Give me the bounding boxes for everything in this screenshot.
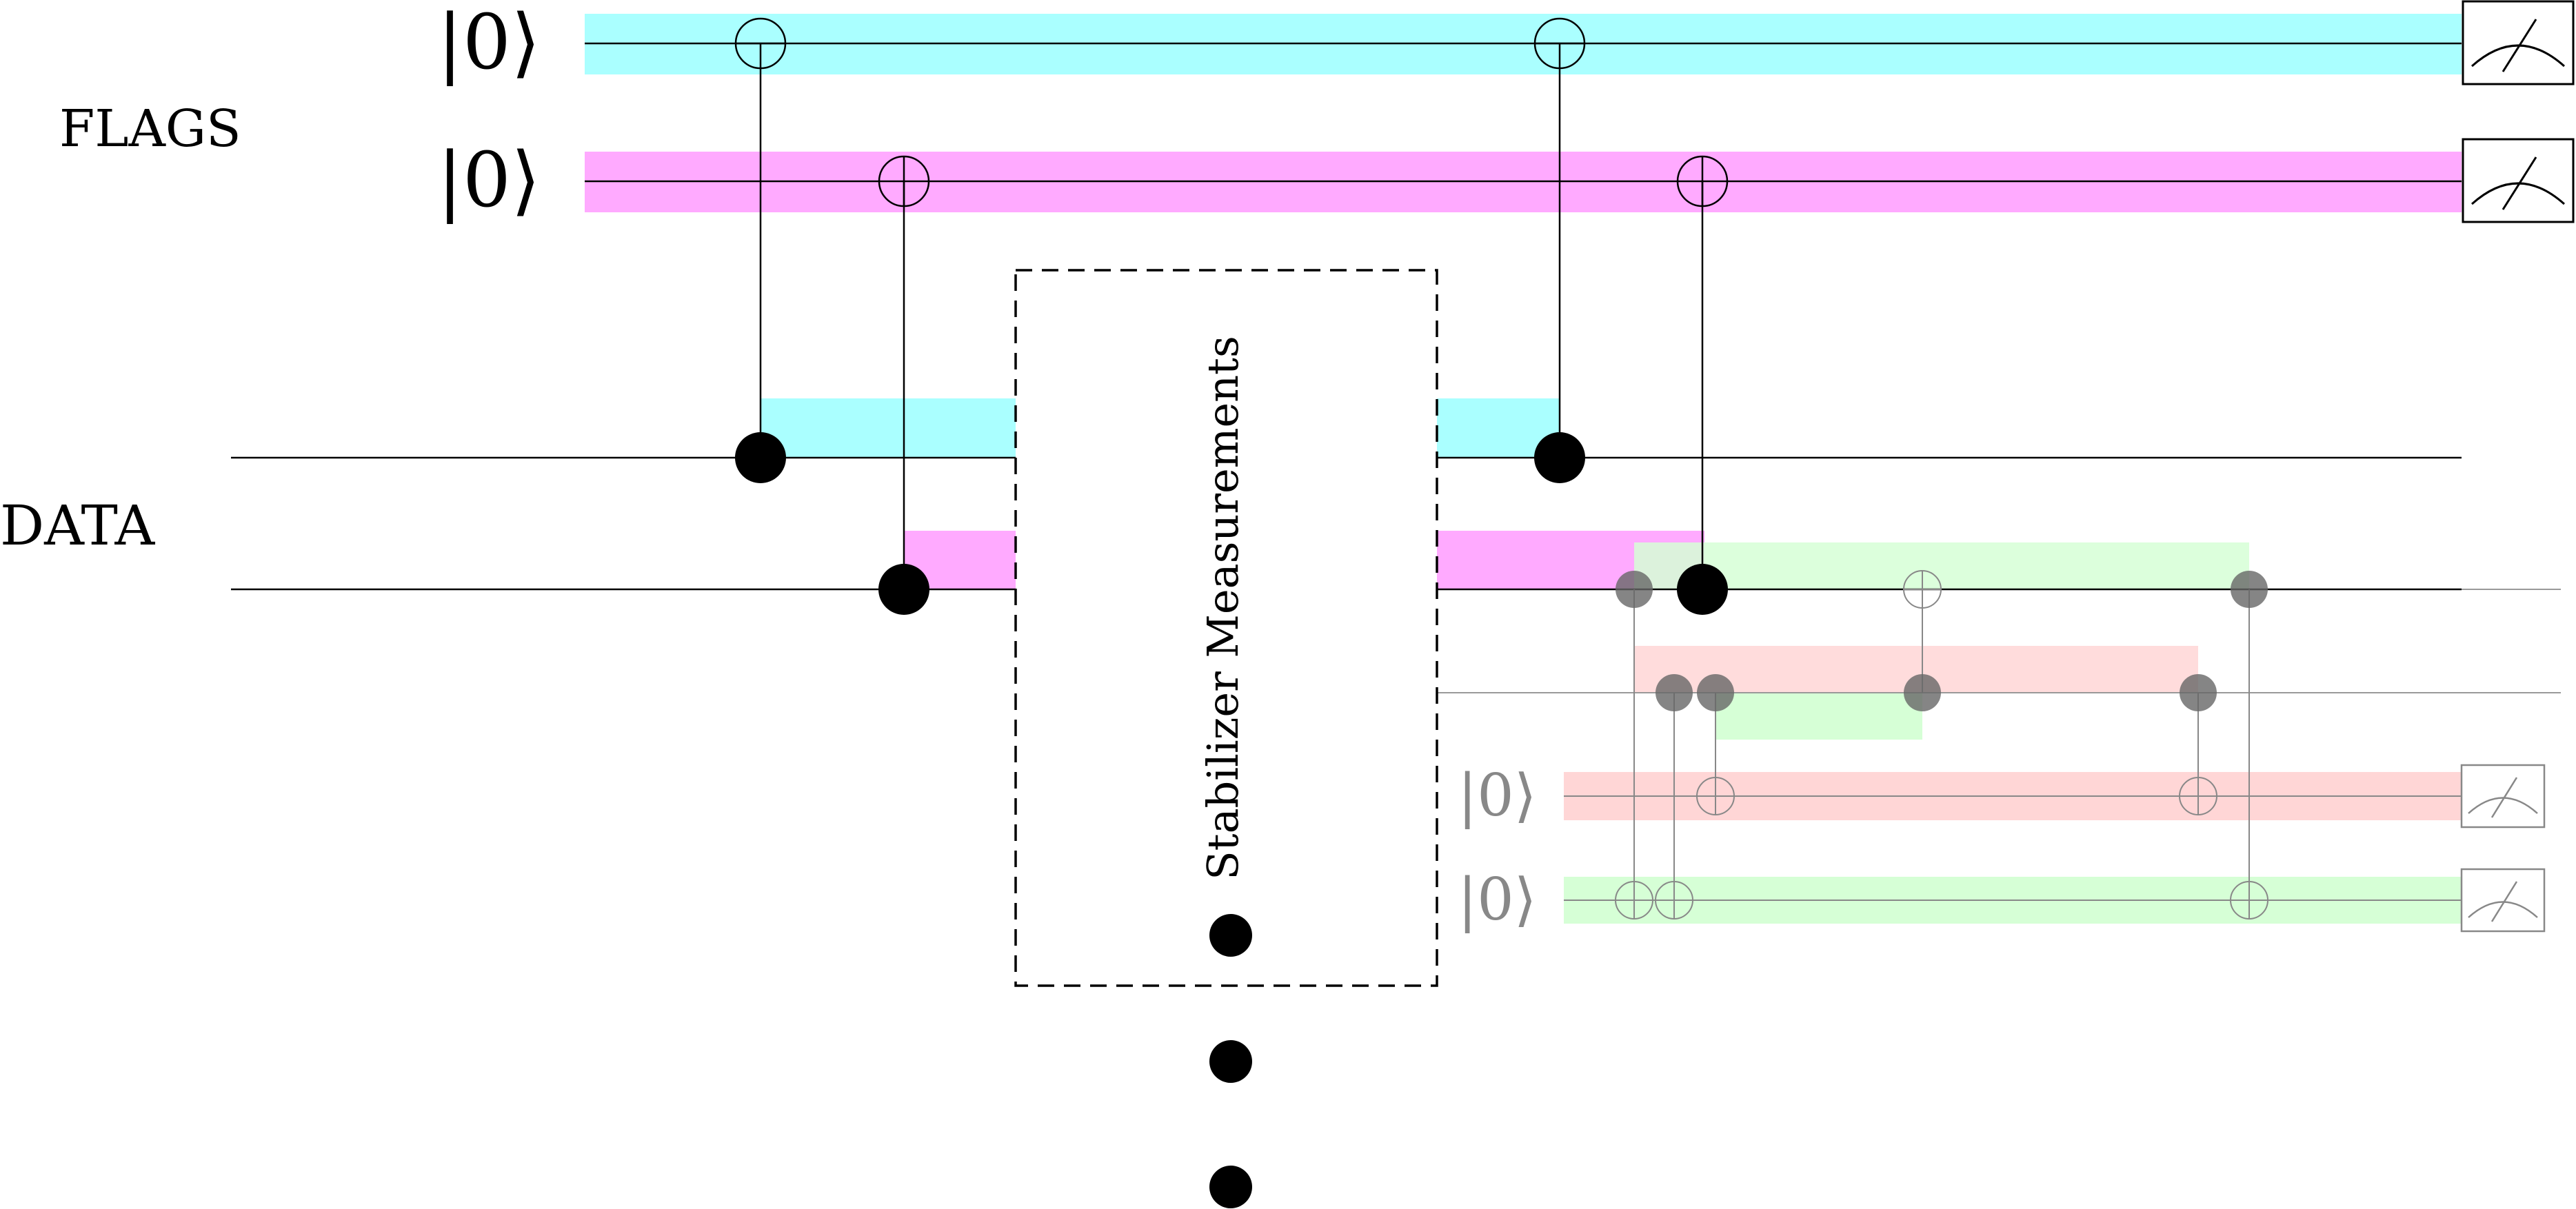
gray-target-6 bbox=[2230, 881, 2268, 920]
ket-ancilla-red: |0⟩ bbox=[1458, 762, 1537, 829]
meter-icon bbox=[2462, 138, 2575, 223]
gray-target-1 bbox=[1615, 881, 1653, 920]
band-green-lower bbox=[1715, 693, 1922, 740]
data-label: DATA bbox=[0, 494, 156, 558]
gray-control-1 bbox=[1616, 571, 1653, 608]
meter-icon bbox=[2460, 764, 2546, 829]
meter-icon bbox=[2460, 868, 2546, 933]
meters bbox=[2460, 0, 2575, 933]
meter-icon bbox=[2462, 0, 2575, 85]
ket-ancilla-green: |0⟩ bbox=[1458, 866, 1537, 933]
cnot-3-control bbox=[1534, 432, 1585, 483]
gray-control-3 bbox=[1697, 674, 1734, 711]
band-data1-cyan-left bbox=[761, 398, 1016, 458]
flag-cnots bbox=[734, 17, 1729, 615]
gray-target-4 bbox=[1903, 570, 1942, 609]
stabilizer-label: Stabilizer Measurements bbox=[1198, 336, 1248, 880]
gray-target-5 bbox=[2179, 777, 2217, 815]
ancilla-cnots bbox=[1615, 570, 2268, 920]
gray-control-2 bbox=[1656, 674, 1693, 711]
cnot-1-control bbox=[735, 432, 786, 483]
cnot-2-control bbox=[878, 564, 929, 615]
cnot-4-control bbox=[1677, 564, 1728, 615]
gray-target-2 bbox=[1655, 881, 1693, 920]
band-green-upper bbox=[1634, 542, 2249, 589]
gray-control-6 bbox=[2231, 571, 2268, 608]
ellipsis-dot bbox=[1209, 1040, 1252, 1083]
ket-flag-a: |0⟩ bbox=[437, 0, 541, 86]
gray-target-3 bbox=[1696, 777, 1735, 815]
ellipsis-dot bbox=[1209, 1166, 1252, 1208]
gray-control-5 bbox=[2180, 674, 2217, 711]
ellipsis-dot bbox=[1209, 914, 1252, 957]
stabilizer-box bbox=[1014, 269, 1438, 987]
ket-flag-b: |0⟩ bbox=[437, 136, 541, 224]
flags-label: FLAGS bbox=[59, 99, 241, 159]
gray-control-4 bbox=[1904, 674, 1941, 711]
ellipsis-dots bbox=[1209, 914, 1252, 1208]
